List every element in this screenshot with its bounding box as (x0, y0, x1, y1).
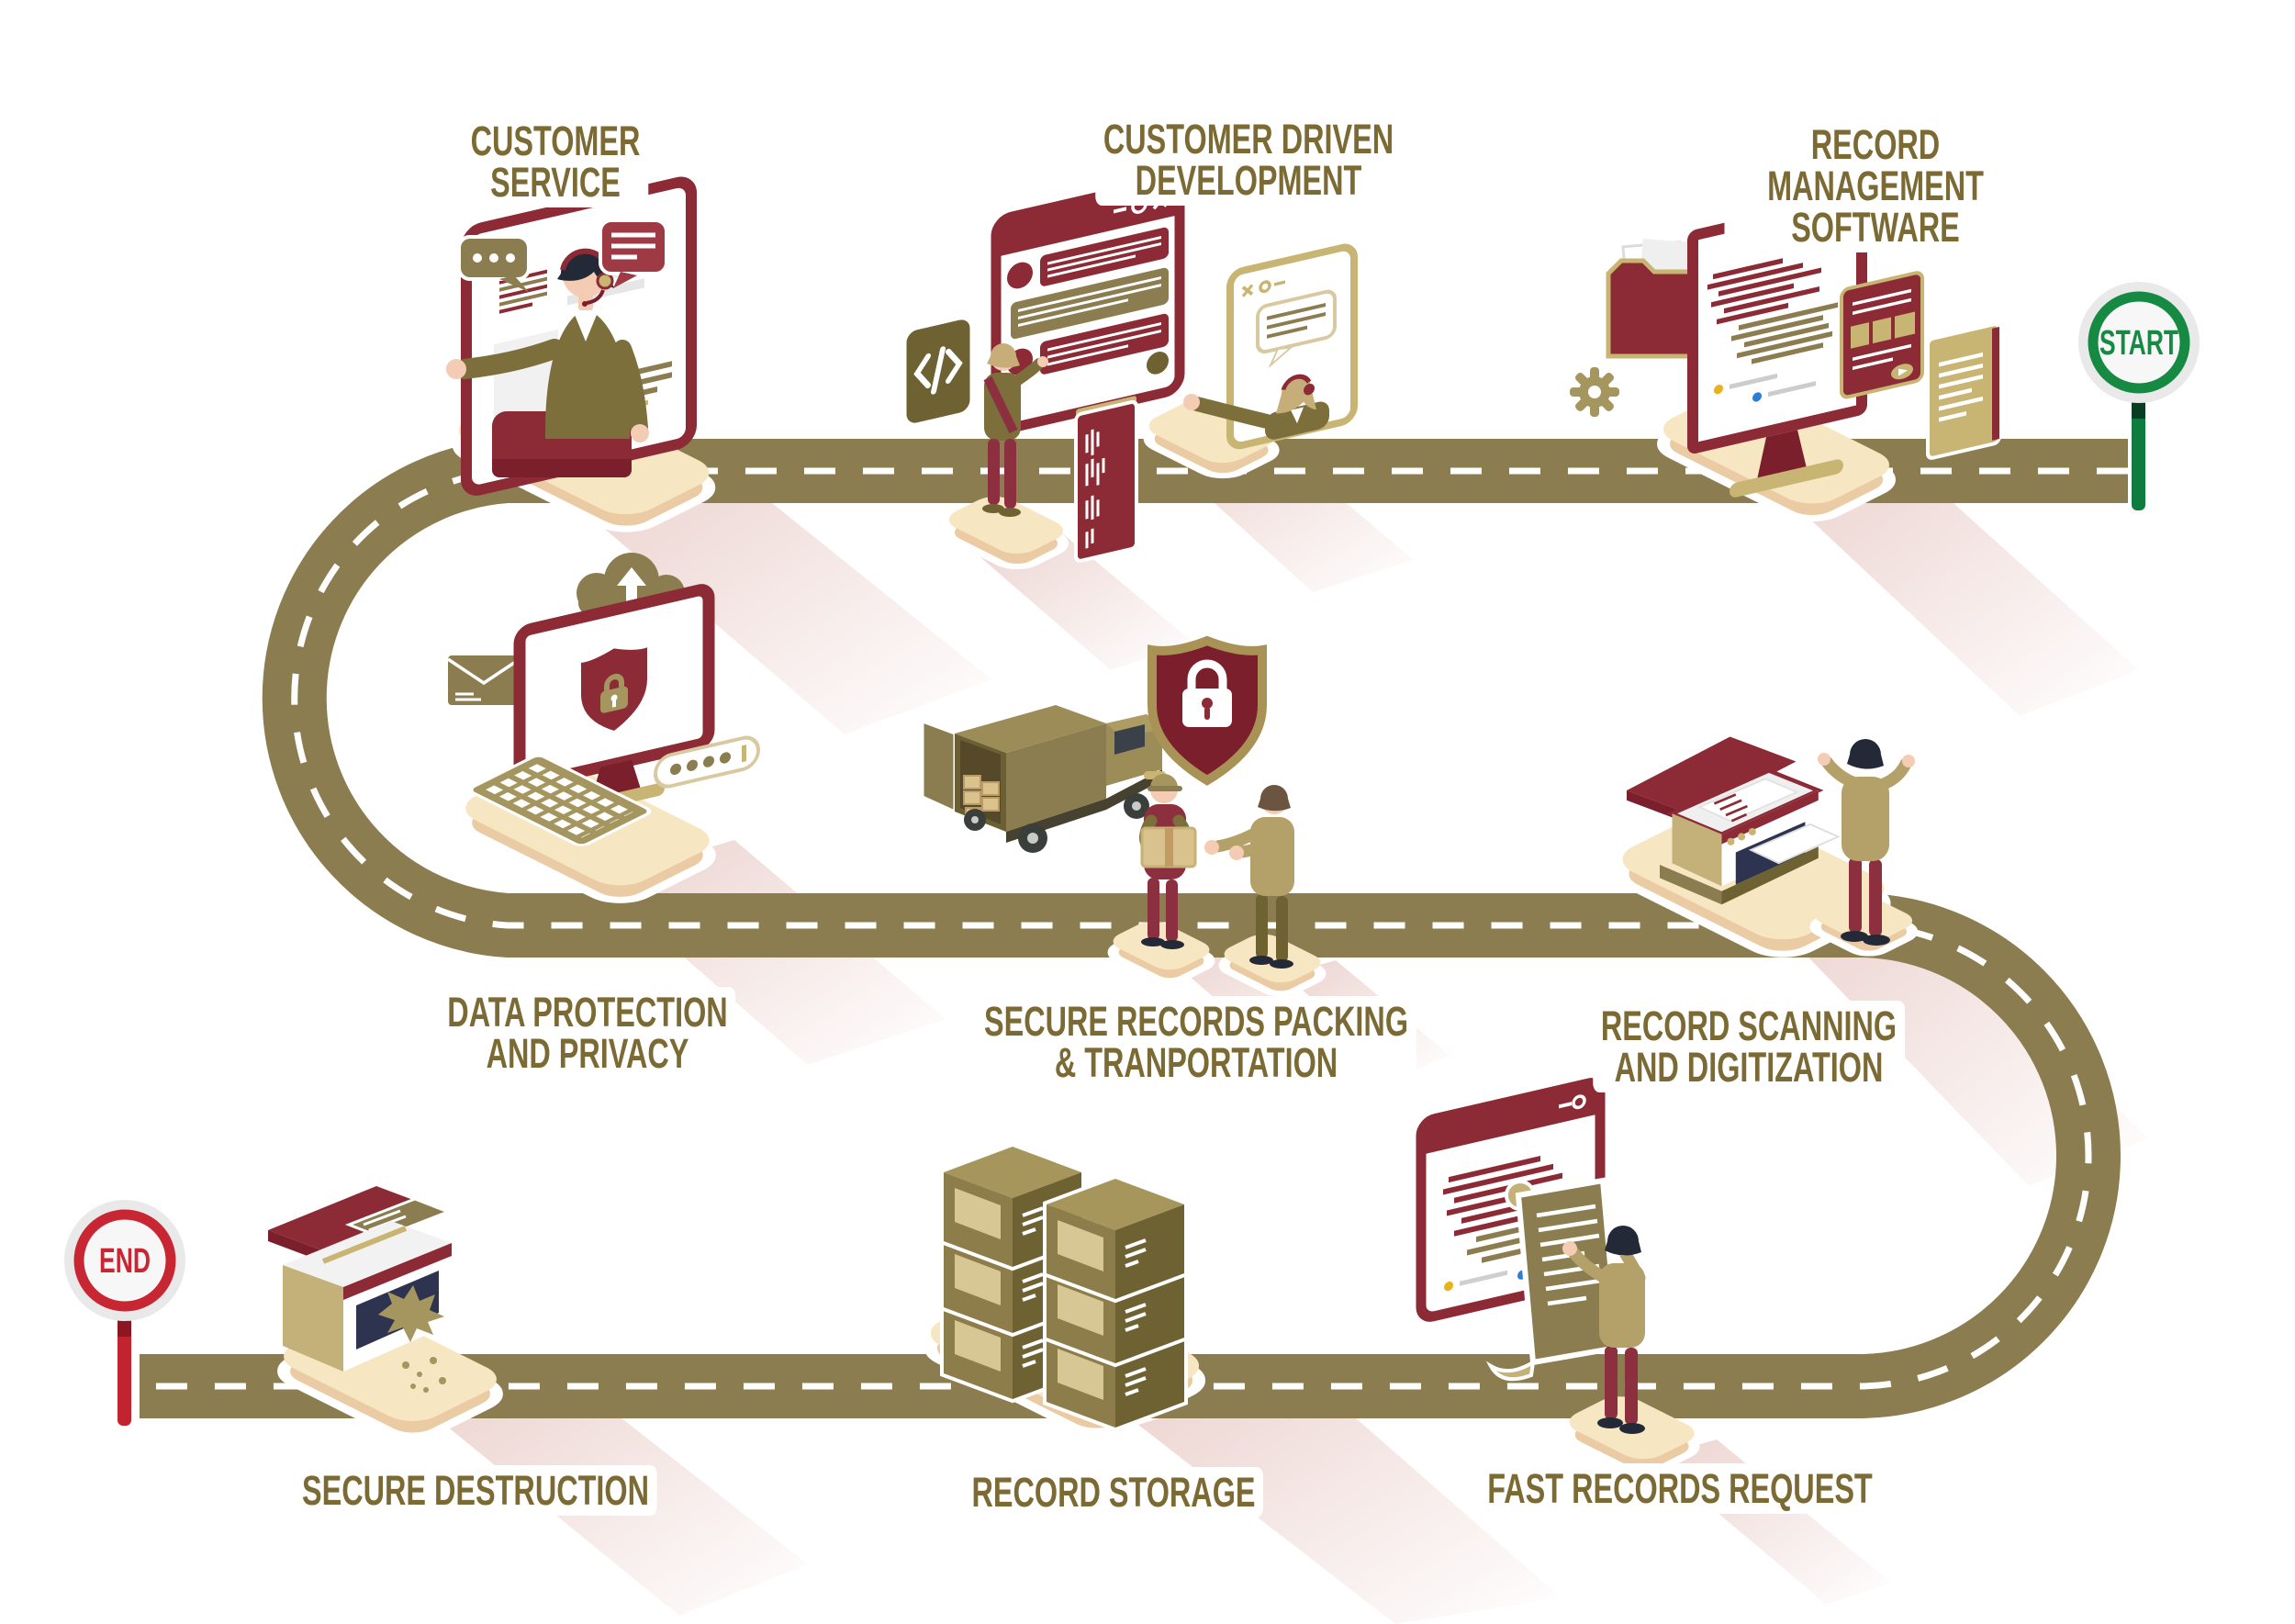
illustration-secure-destruction (268, 1186, 503, 1439)
agent-body (545, 308, 630, 439)
scanner (1627, 736, 1841, 905)
stage-label-customer-driven-development: CUSTOMER DRIVEN DEVELOPMENT (1036, 114, 1461, 206)
start-sign-pole (2132, 402, 2145, 510)
envelope-icon (444, 652, 523, 709)
end-sign-pole (118, 1320, 131, 1426)
delivery-truck (921, 705, 1166, 853)
gear-icon (1570, 367, 1619, 417)
software-monitor (1687, 191, 1867, 498)
stage-label-record-storage: RECORD STORAGE (905, 1467, 1321, 1518)
illustration-record-management-software (1570, 191, 2001, 521)
stage-label-record-management-software: RECORD MANAGEMENT SOFTWARE (1666, 119, 2086, 252)
courier-figure (1139, 774, 1197, 949)
code-document (1074, 396, 1138, 563)
report-document (1926, 322, 2001, 460)
password-field (654, 735, 760, 789)
illustration-secure-packing (921, 635, 1327, 997)
feedback-window (991, 175, 1185, 434)
archive-box-stack-right (1047, 1179, 1184, 1428)
illustration-data-protection (444, 553, 760, 903)
shredded-paper (378, 1285, 444, 1342)
developer-figure (982, 343, 1048, 517)
laptop-desk-edge (492, 459, 632, 477)
requester-figure (1562, 1226, 1646, 1434)
folder-icon (1606, 239, 1699, 359)
end-sign-label: END (99, 1242, 151, 1281)
start-sign-label: START (2099, 324, 2178, 363)
illustration-customer-service (446, 176, 716, 532)
stage-label-secure-destruction: SECURE DESTRUCTION (223, 1465, 727, 1516)
code-icon (901, 315, 975, 428)
illustration-record-storage (924, 1147, 1206, 1435)
receiver-pad (1218, 934, 1327, 997)
developer-pad (943, 496, 1069, 570)
start-sign: START (2078, 282, 2200, 510)
security-monitor (513, 584, 715, 816)
dashboard-panel (1840, 271, 1924, 399)
chat-bubble-icon (599, 218, 668, 288)
illustration-customer-driven-development (901, 175, 1358, 570)
stage-label-fast-records-request: FAST RECORDS REQUEST (1402, 1463, 1959, 1514)
illustration-fast-records-request (1416, 1078, 1700, 1475)
speech-bubble-icon (457, 235, 531, 292)
stage-label-secure-packing: SECURE RECORDS PACKING & TRANPORTATION (890, 996, 1502, 1088)
shield-lock-icon (577, 642, 651, 735)
scan-operator-figure (1818, 739, 1915, 946)
scan-operator-pad (1809, 893, 1919, 957)
shredder (268, 1186, 453, 1393)
keyboard (468, 755, 652, 846)
end-sign: END (64, 1200, 185, 1426)
stage-label-data-protection: DATA PROTECTION AND PRIVACY (382, 987, 793, 1079)
receiver-figure (1204, 785, 1294, 969)
support-agent-figure (446, 248, 649, 442)
illustration-record-scanning (1616, 736, 1919, 958)
stage-label-customer-service: CUSTOMER SERVICE (427, 116, 685, 207)
agent-window (1226, 243, 1358, 450)
shield-padlock-icon (1148, 635, 1267, 786)
stage-label-record-scanning: RECORD SCANNING AND DIGITIZATION (1532, 1001, 1965, 1092)
